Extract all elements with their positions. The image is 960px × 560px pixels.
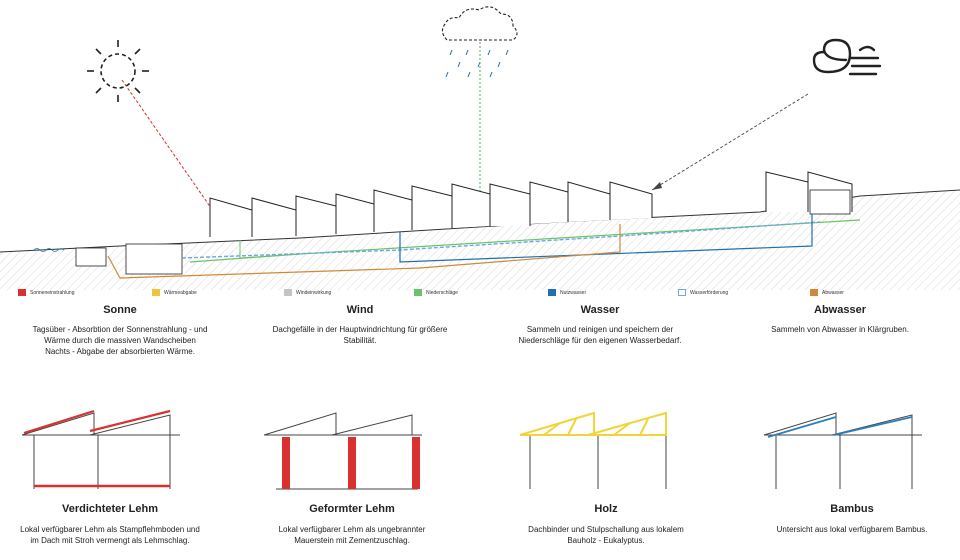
wind-flow xyxy=(651,93,809,191)
category-title-wind: Wind xyxy=(346,304,374,316)
category-title-wastewater: Abwasser xyxy=(814,304,866,316)
legend-label: Sonneneinstrahlung xyxy=(30,289,75,296)
legend-swatch xyxy=(810,289,818,296)
legend-swatch xyxy=(152,289,160,296)
category-text-water: Sammeln und reinigen und speichern der N… xyxy=(518,325,682,345)
legend-item-solar: Sonneneinstrahlung xyxy=(18,289,74,296)
legend-swatch xyxy=(414,289,422,296)
soffit-accent xyxy=(767,416,837,438)
sun-icon xyxy=(87,40,149,102)
legend-swatch xyxy=(548,289,556,296)
legend-swatch xyxy=(18,289,26,296)
legend-label: Niederschläge xyxy=(426,289,458,296)
material-text-compacted-clay: Lokal verfügbarer Lehm als Stampflehmbod… xyxy=(20,525,200,545)
septic-tank xyxy=(75,247,107,267)
wave-line xyxy=(33,248,65,252)
legend-item-wastewater: Abwasser xyxy=(810,289,844,296)
solar-ray xyxy=(121,79,219,219)
rain-cloud-icon xyxy=(441,6,518,41)
material-title-shaped-clay: Geformter Lehm xyxy=(309,503,395,515)
material-text-shaped-clay: Lokal verfügbarer Lehm als ungebrannter … xyxy=(278,525,426,545)
legend-item-service-water: Nutzwasser xyxy=(548,289,586,296)
wall-accent xyxy=(282,437,290,489)
legend-item-wind: Windeinwirkung xyxy=(284,289,331,296)
section-timber xyxy=(519,411,667,489)
legend-label: Abwasser xyxy=(822,289,844,296)
section-compacted-clay xyxy=(21,409,180,489)
legend-label: Wärmeabgabe xyxy=(164,289,197,296)
material-text-bamboo: Untersicht aus lokal verfügbarem Bambus. xyxy=(776,525,928,534)
legend-item-water-supply: Wasserförderung xyxy=(678,289,728,296)
rain-drops xyxy=(445,49,509,78)
ground-section xyxy=(0,190,960,290)
legend-swatch xyxy=(284,289,292,296)
cistern xyxy=(809,189,851,215)
category-text-wind: Dachgefälle in der Hauptwindrichtung für… xyxy=(272,325,448,345)
supply-pipe-1 xyxy=(181,221,821,259)
legend-label: Nutzwasser xyxy=(560,289,587,296)
category-title-water: Wasser xyxy=(580,304,620,316)
legend-item-rain: Niederschläge xyxy=(414,289,458,296)
material-title-bamboo: Bambus xyxy=(830,503,874,515)
water-tank xyxy=(125,243,183,275)
wastewater-pipe xyxy=(107,224,621,279)
supply-pipe-2 xyxy=(399,214,813,263)
category-title-sun: Sonne xyxy=(103,304,137,316)
site-section-diagram xyxy=(0,6,960,290)
legend-label: Windeinwirkung xyxy=(296,289,332,296)
roof-accent xyxy=(23,409,95,435)
wind-icon xyxy=(812,38,882,76)
legend-swatch xyxy=(678,289,686,296)
material-title-timber: Holz xyxy=(594,503,618,515)
section-shaped-clay xyxy=(263,412,422,490)
category-text-sun: Tagsüber - Absorbtion der Sonnenstrahlun… xyxy=(32,325,208,356)
material-title-compacted-clay: Verdichteter Lehm xyxy=(62,503,158,515)
truss-accent xyxy=(519,411,667,436)
material-text-timber: Dachbinder und Stulpschallung aus lokale… xyxy=(528,525,684,545)
legend-label: Wasserförderung xyxy=(690,289,729,296)
legend-item-heat: Wärmeabgabe xyxy=(152,289,197,296)
section-bamboo xyxy=(763,412,922,489)
category-text-wastewater: Sammeln von Abwasser in Klärgruben. xyxy=(771,325,909,334)
